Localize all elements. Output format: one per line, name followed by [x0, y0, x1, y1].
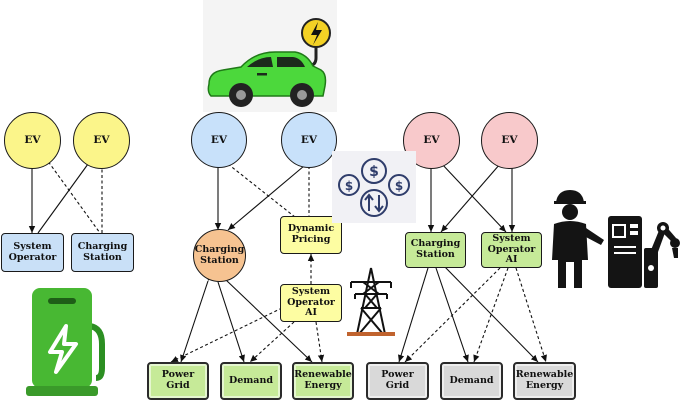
svg-text:$: $: [395, 179, 403, 193]
edge-right-cs-grid: [398, 260, 434, 363]
edge-right-ai-renew: [510, 260, 547, 363]
edge-mid-ev2-cs: [227, 159, 312, 231]
middle-system-operator-ai: System Operator AI: [280, 284, 342, 322]
middle-charging-station: Charging Station: [193, 229, 246, 282]
svg-text:$: $: [369, 164, 379, 180]
right-charging-station: Charging Station: [405, 232, 466, 268]
right-system-operator-ai: System Operator AI: [481, 232, 542, 268]
right-ev-2: EV: [481, 112, 538, 169]
middle-dynamic-pricing: Dynamic Pricing: [280, 216, 342, 254]
left-charging-station: Charging Station: [71, 233, 134, 272]
engineer-robot-icon: [552, 190, 680, 288]
edge-right-ev1-ai: [433, 155, 507, 233]
left-ev-1: EV: [4, 112, 61, 169]
dynamic-pricing-coins-icon: $ $ $: [332, 151, 416, 223]
edge-right-ai-grid: [404, 260, 508, 363]
edge-mid-ev1-dp: [220, 157, 296, 218]
edge-right-ev2-cs: [440, 156, 508, 233]
edge-mid-sysop-demand: [249, 314, 302, 363]
left-ev-2: EV: [73, 112, 130, 169]
middle-ev-2: EV: [281, 112, 337, 168]
svg-text:$: $: [345, 179, 353, 193]
right-power-grid: Power Grid: [366, 362, 429, 400]
edge-mid-sysop-grid: [170, 302, 290, 363]
middle-power-grid: Power Grid: [147, 362, 209, 400]
middle-ev-1: EV: [191, 112, 247, 168]
charging-station-icon: [26, 288, 105, 396]
edge-mid-cs-grid: [180, 273, 214, 363]
left-system-operator: System Operator: [1, 233, 64, 272]
middle-demand: Demand: [220, 362, 282, 400]
electric-car-icon: [203, 0, 337, 112]
edge-right-cs-renew: [436, 258, 539, 363]
right-ev-1: EV: [403, 112, 460, 169]
right-demand: Demand: [440, 362, 503, 400]
middle-renewable-energy: Renewable Energy: [292, 362, 354, 400]
right-renewable-energy: Renewable Energy: [513, 362, 576, 400]
edge-right-ai-demand: [473, 260, 514, 363]
edge-left-ev2-sysop: [37, 145, 103, 234]
transmission-tower-icon: [347, 267, 395, 336]
edge-mid-sysop-renew: [311, 314, 325, 363]
